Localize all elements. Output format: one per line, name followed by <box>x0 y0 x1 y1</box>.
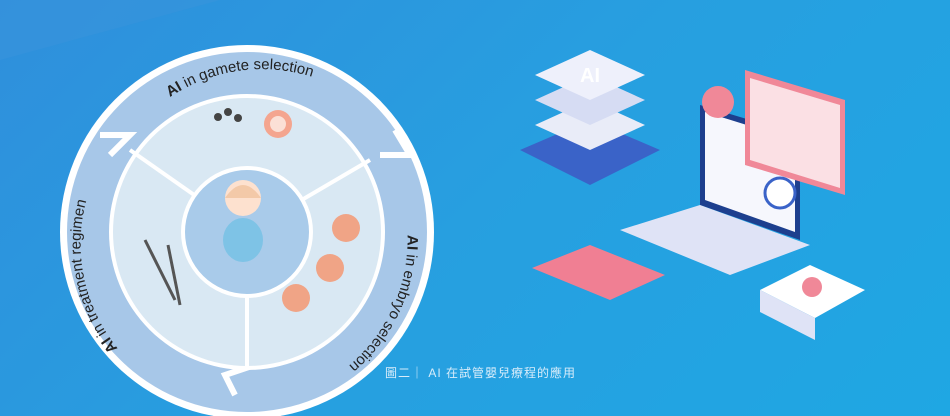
cycle-diagram: AI in gamete selection AI in embryo sele… <box>60 45 434 416</box>
egg-icon <box>264 110 292 138</box>
server-ai-label: AI <box>580 65 600 87</box>
embryo-icons <box>282 214 360 312</box>
sperm-icon <box>214 108 242 122</box>
bg-shape <box>0 0 220 60</box>
server-icon: AI <box>520 50 660 185</box>
clipboard-icon <box>532 245 665 300</box>
baby-icon <box>223 180 263 262</box>
figure-caption: 圖二｜ AI 在試管嬰兒療程的應用 <box>385 366 577 380</box>
arrow-divider <box>100 132 138 158</box>
syringe-icon <box>143 239 182 306</box>
chart-panel-icon <box>745 70 845 195</box>
arrow-divider <box>380 128 416 158</box>
first-aid-box-icon <box>760 265 865 340</box>
medical-cross-icon <box>763 176 797 210</box>
medical-pin-icon <box>702 86 734 118</box>
